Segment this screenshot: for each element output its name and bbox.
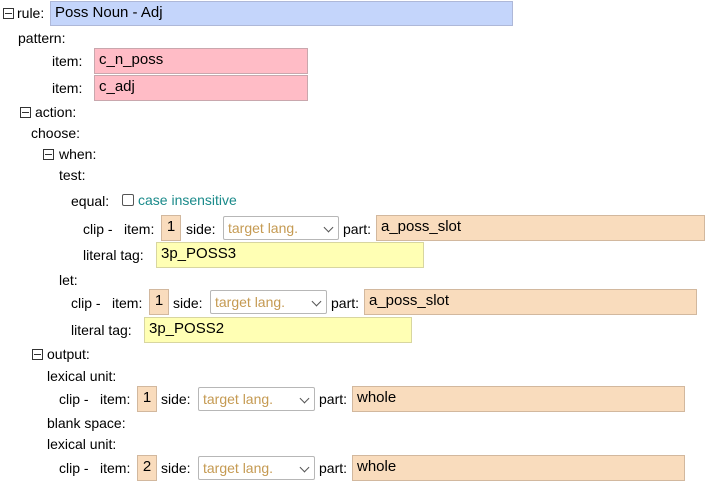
- choose-label: choose:: [31, 125, 81, 141]
- literal-tag-field[interactable]: 3p_POSS3: [156, 242, 424, 268]
- pattern-label: pattern:: [18, 30, 66, 46]
- chevron-down-icon: [323, 222, 334, 233]
- clip-item-number-field[interactable]: 2: [137, 455, 157, 481]
- part-label: part:: [319, 391, 348, 407]
- part-label: part:: [319, 460, 348, 476]
- clip-label: clip -: [59, 460, 89, 476]
- side-select-value: target lang.: [215, 294, 286, 310]
- collapse-action-toggle-icon[interactable]: [20, 107, 31, 118]
- chevron-down-icon: [299, 462, 310, 473]
- item-label: item:: [124, 221, 155, 237]
- rule-label: rule:: [17, 5, 45, 21]
- case-insensitive-checkbox[interactable]: [122, 194, 134, 206]
- output-label: output:: [47, 346, 90, 362]
- literal-tag-label: literal tag:: [83, 247, 144, 263]
- clip-part-field[interactable]: whole: [352, 455, 685, 481]
- part-label: part:: [343, 221, 372, 237]
- clip-part-field[interactable]: a_poss_slot: [364, 289, 697, 315]
- clip-label: clip -: [71, 295, 101, 311]
- let-label: let:: [59, 272, 78, 288]
- item-label: item:: [100, 460, 131, 476]
- collapse-output-toggle-icon[interactable]: [32, 349, 43, 360]
- side-select-value: target lang.: [203, 391, 274, 407]
- clip-item-number-field[interactable]: 1: [149, 289, 169, 315]
- side-label: side:: [173, 295, 203, 311]
- clip-item-number-field[interactable]: 1: [161, 215, 181, 241]
- side-select[interactable]: target lang.: [223, 216, 339, 240]
- clip-label: clip -: [83, 221, 113, 237]
- side-select-value: target lang.: [228, 220, 299, 236]
- side-select[interactable]: target lang.: [198, 387, 315, 411]
- collapse-when-toggle-icon[interactable]: [43, 149, 54, 160]
- lexical-unit-label: lexical unit:: [47, 368, 117, 384]
- side-select-value: target lang.: [203, 460, 274, 476]
- side-label: side:: [161, 460, 191, 476]
- equal-label: equal:: [71, 193, 110, 209]
- item-label: item:: [100, 391, 131, 407]
- side-select[interactable]: target lang.: [198, 456, 315, 480]
- collapse-rule-toggle-icon[interactable]: [3, 8, 14, 19]
- rule-name-field[interactable]: Poss Noun - Adj: [50, 1, 513, 26]
- lexical-unit-label: lexical unit:: [47, 436, 117, 452]
- side-select[interactable]: target lang.: [210, 290, 327, 314]
- chevron-down-icon: [299, 393, 310, 404]
- clip-item-number-field[interactable]: 1: [137, 386, 157, 412]
- action-label: action:: [35, 104, 77, 120]
- side-label: side:: [161, 391, 191, 407]
- pattern-item-field[interactable]: c_adj: [94, 75, 308, 101]
- test-label: test:: [59, 167, 86, 183]
- literal-tag-label: literal tag:: [71, 322, 132, 338]
- pattern-item-field[interactable]: c_n_poss: [94, 48, 308, 74]
- side-label: side:: [186, 221, 216, 237]
- clip-label: clip -: [59, 391, 89, 407]
- chevron-down-icon: [311, 296, 322, 307]
- blank-space-label: blank space:: [47, 415, 126, 431]
- item-label: item:: [112, 295, 143, 311]
- literal-tag-field[interactable]: 3p_POSS2: [144, 317, 412, 343]
- case-insensitive-label[interactable]: case insensitive: [138, 192, 237, 208]
- part-label: part:: [331, 295, 360, 311]
- pattern-item-label: item:: [52, 80, 83, 96]
- pattern-item-label: item:: [52, 53, 83, 69]
- clip-part-field[interactable]: whole: [352, 386, 685, 412]
- clip-part-field[interactable]: a_poss_slot: [376, 215, 705, 241]
- when-label: when:: [59, 146, 97, 162]
